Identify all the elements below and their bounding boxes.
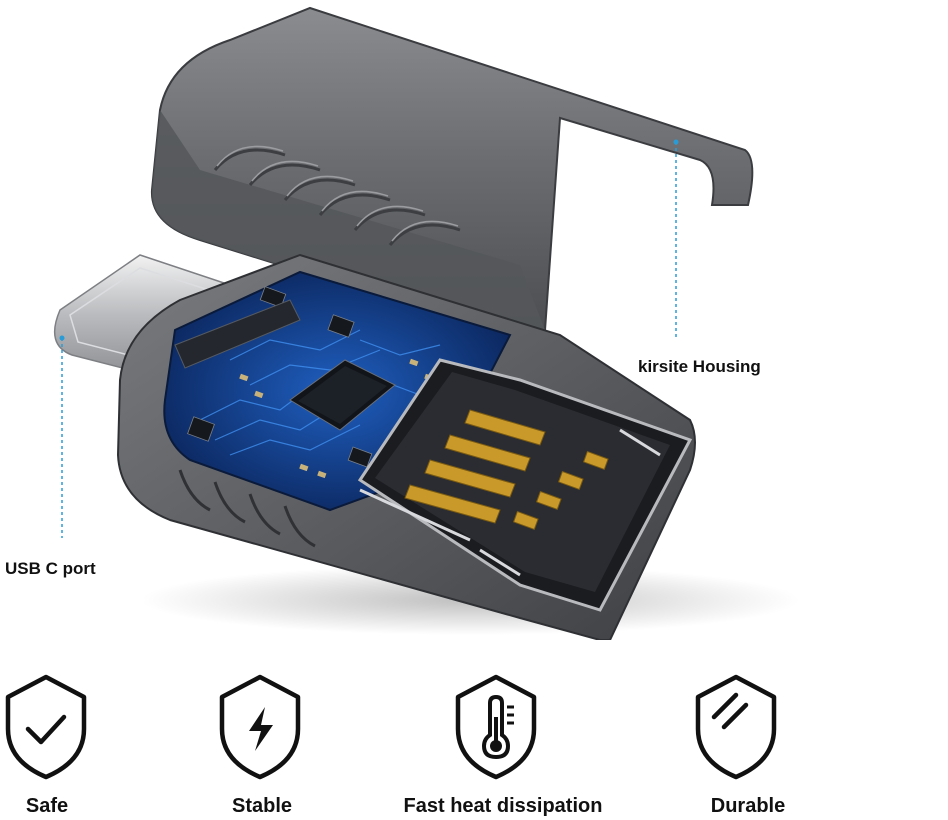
- adapter-illustration: [53, 6, 800, 640]
- feature-label-stable: Stable: [231, 795, 293, 817]
- pcb-board: [163, 270, 512, 512]
- callout-dot-housing: [673, 139, 679, 145]
- feature-row: Safe Stable Fast heat dissipation: [0, 665, 948, 820]
- feature-heat-dissipation: Fast heat dissipation: [378, 665, 628, 820]
- shield-slash-icon: [695, 674, 777, 780]
- feature-stable: Stable: [200, 665, 324, 820]
- housing-callout-label: kirsite Housing: [638, 357, 761, 376]
- feature-label-heat-dissipation: Fast heat dissipation: [403, 795, 603, 817]
- main-chip: [289, 359, 396, 431]
- feature-label-durable: Durable: [710, 795, 786, 817]
- shield-lightning-icon: [219, 674, 301, 780]
- callout-dot-usbc: [59, 335, 65, 341]
- feature-label-safe: Safe: [25, 795, 69, 817]
- feature-durable: Durable: [690, 665, 806, 820]
- gold-pins: [404, 409, 609, 531]
- shield-thermometer-icon: [455, 674, 537, 780]
- shield-check-icon: [5, 674, 87, 780]
- feature-safe: Safe: [0, 665, 94, 820]
- usb-c-callout-label: USB C port: [5, 559, 96, 578]
- usb-a-receptacle: [357, 358, 693, 612]
